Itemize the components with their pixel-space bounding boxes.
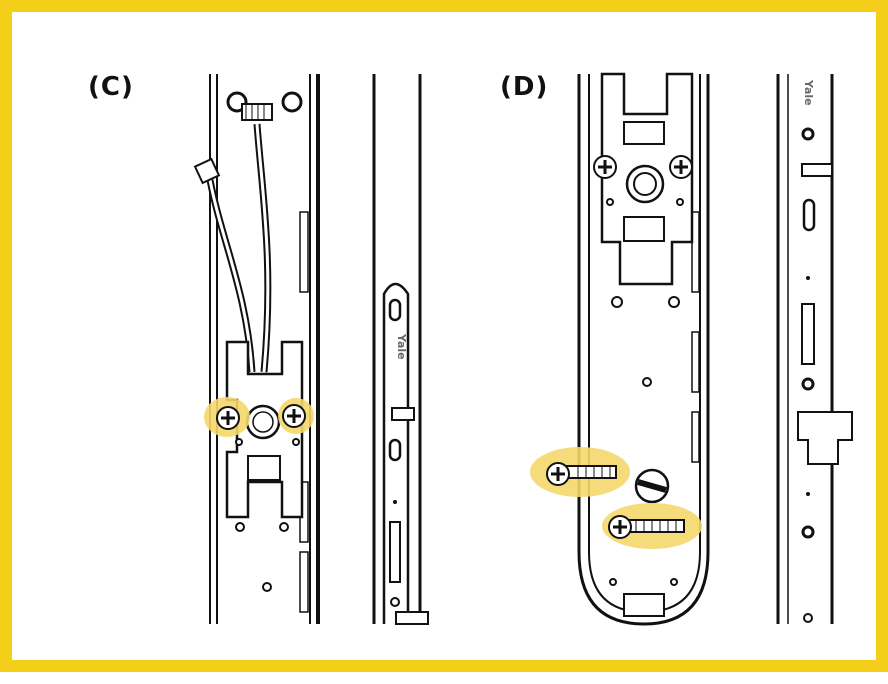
- illustration: Yale: [193, 72, 853, 626]
- panel-c-label: (C): [88, 72, 134, 102]
- screw-icon: [607, 514, 633, 540]
- screw-icon: [281, 403, 307, 429]
- brand-logo: Yale: [802, 79, 815, 106]
- panel-c-lock-body: [193, 74, 320, 624]
- panel-c-faceplate: [372, 74, 429, 625]
- screw-icon: [215, 405, 241, 431]
- screw-icon: [668, 154, 694, 180]
- screw-icon: [545, 461, 571, 487]
- panel-d-lock-body: [577, 72, 710, 626]
- brand-logo: Yale: [395, 333, 408, 360]
- panel-d-faceplate: [776, 74, 853, 624]
- screw-icon: [592, 154, 618, 180]
- panel-d-label: (D): [500, 72, 549, 102]
